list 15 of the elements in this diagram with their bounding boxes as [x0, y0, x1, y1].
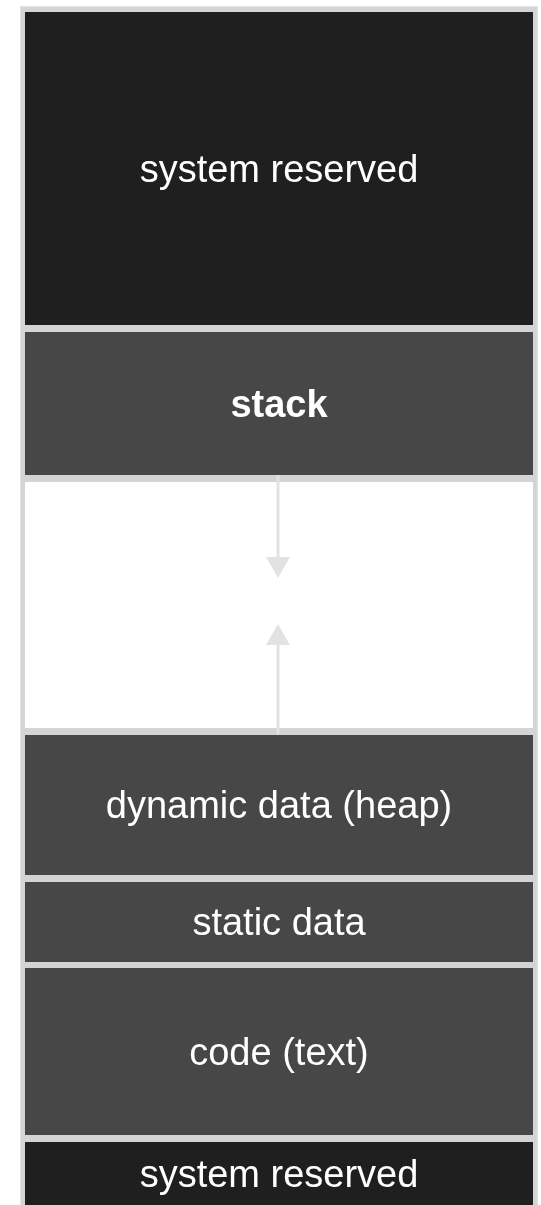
- segment-label: stack: [230, 384, 328, 423]
- memory-segment: [25, 12, 533, 325]
- arrow: [266, 624, 290, 735]
- segment-label: system reserved: [139, 149, 419, 188]
- memory-segment: [25, 1142, 533, 1205]
- memory-segment: [25, 332, 533, 475]
- segment-label: code (text): [189, 1032, 369, 1071]
- segment-label: dynamic data (heap): [105, 786, 453, 824]
- segment-label: static data: [192, 903, 366, 941]
- memory-segment: [25, 735, 533, 875]
- free-memory-box: [25, 482, 533, 728]
- arrow: [266, 475, 290, 578]
- segment-label: system reserved: [139, 1154, 419, 1193]
- memory-segment: [25, 882, 533, 962]
- memory-segment: [25, 968, 533, 1135]
